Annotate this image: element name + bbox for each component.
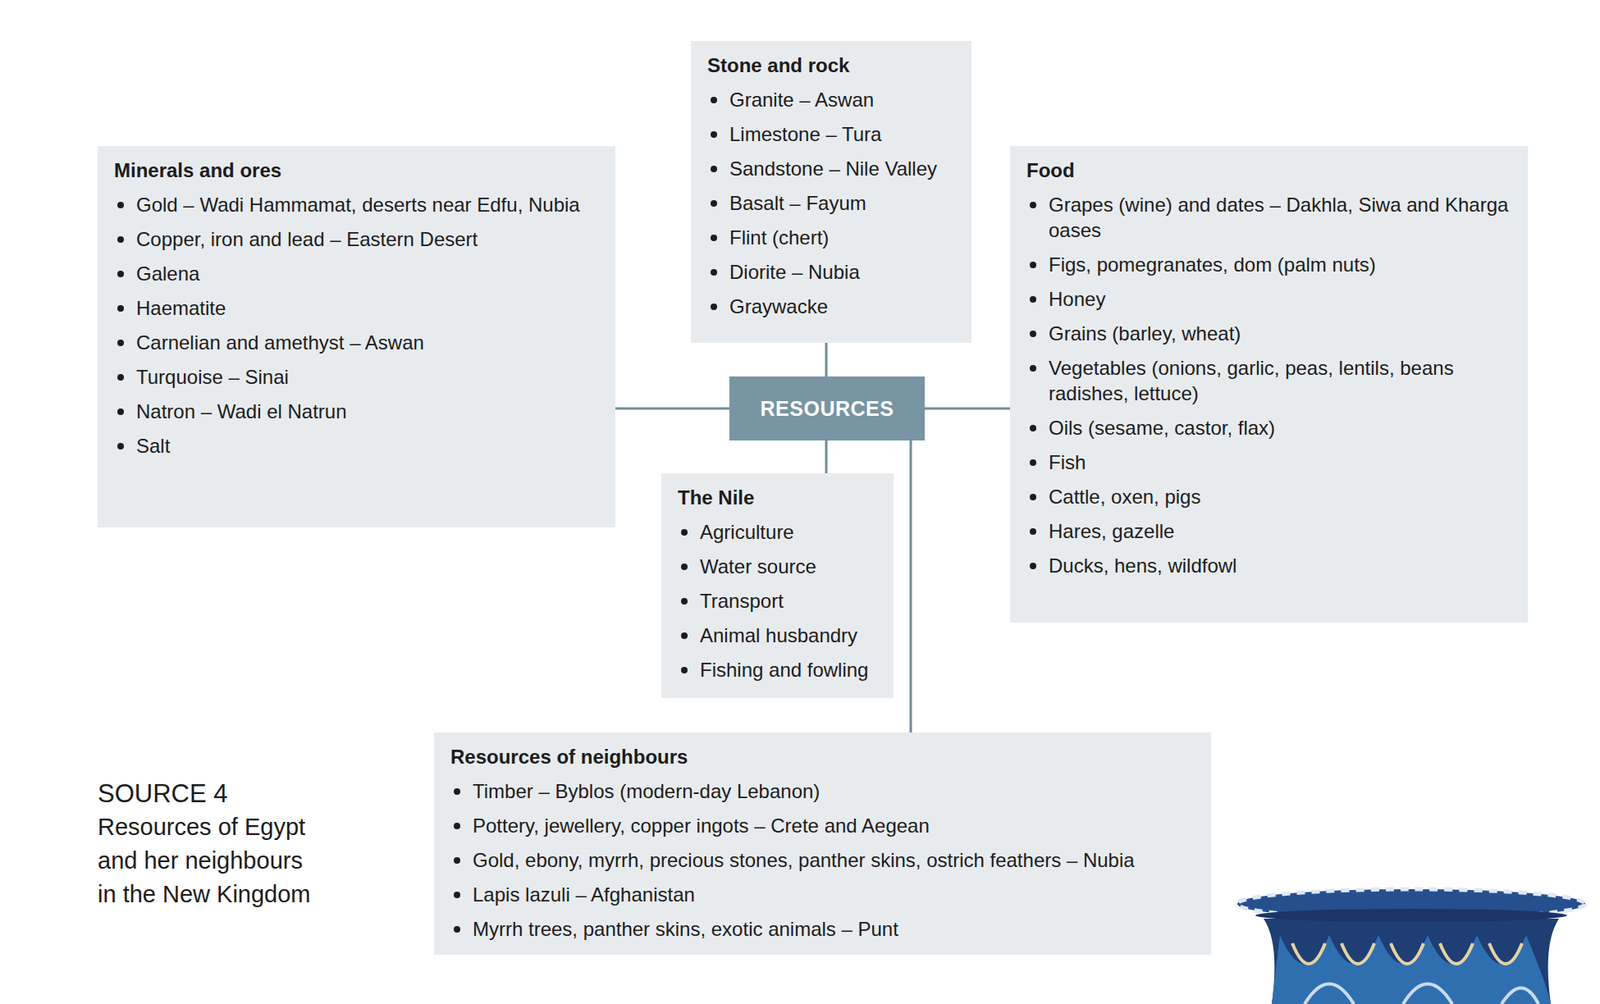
list-item: Galena (114, 260, 599, 287)
list-item: Natron – Wadi el Natrun (114, 398, 599, 425)
list-item: Copper, iron and lead – Eastern Desert (114, 226, 599, 252)
box-heading: Resources of neighbours (450, 744, 1195, 770)
resource-box: FoodGrapes (wine) and dates – Dakhla, Si… (1010, 146, 1528, 623)
vessel-pattern (1271, 935, 1551, 1004)
list-item: Grains (barley, wheat) (1026, 320, 1512, 347)
list-item: Graywacke (707, 293, 956, 320)
vessel-neck (1255, 909, 1568, 923)
vessel-stripes (1292, 943, 1523, 965)
list-item: Grapes (wine) and dates – Dakhla, Siwa a… (1026, 192, 1512, 243)
resource-box: Stone and rockGranite – AswanLimestone –… (690, 41, 972, 343)
vessel-body (1263, 918, 1559, 1004)
hub-box: RESOURCES (729, 376, 925, 441)
connector-line (825, 342, 828, 377)
connector-line (615, 407, 730, 411)
box-heading: The Nile (677, 484, 878, 511)
list-item: Gold, ebony, myrrh, precious stones, pan… (450, 847, 1195, 874)
list-item: Vegetables (onions, garlic, peas, lentil… (1026, 355, 1512, 407)
glass-vessel (1230, 886, 1592, 1004)
connector-line (909, 440, 913, 733)
list-item: Sandstone – Nile Valley (707, 155, 956, 182)
list-item: Cattle, oxen, pigs (1026, 484, 1512, 510)
list-item: Ducks, hens, wildfowl (1026, 553, 1512, 579)
connector-line (825, 440, 828, 474)
list-item: Animal husbandry (677, 622, 878, 649)
list-item: Honey (1026, 286, 1512, 312)
connector-line (924, 407, 1011, 411)
list-item: Pottery, jewellery, copper ingots – Cret… (450, 813, 1195, 839)
list-item: Timber – Byblos (modern-day Lebanon) (450, 778, 1195, 805)
box-heading: Stone and rock (707, 52, 956, 78)
list-item: Salt (114, 433, 599, 459)
list-item: Hares, gazelle (1026, 518, 1512, 544)
list-item: Turquoise – Sinai (114, 364, 599, 390)
box-heading: Food (1026, 157, 1512, 183)
figure-caption: Resources of Egypt and her neighbours in… (97, 810, 313, 912)
list-item: Basalt – Fayum (707, 190, 956, 216)
list-item: Myrrh trees, panther skins, exotic anima… (450, 916, 1195, 942)
list-item: Transport (677, 588, 878, 614)
box-heading: Minerals and ores (114, 157, 599, 183)
vessel-stripes (1304, 984, 1539, 1004)
resource-box: Minerals and oresGold – Wadi Hammamat, d… (97, 146, 616, 528)
list-item: Fishing and fowling (677, 657, 878, 683)
list-item: Figs, pomegranates, dom (palm nuts) (1026, 251, 1512, 278)
list-item: Water source (677, 553, 878, 580)
source-number: SOURCE 4 (97, 777, 228, 811)
hub-label: RESOURCES (760, 397, 895, 421)
resource-box: The NileAgricultureWater sourceTransport… (661, 473, 894, 699)
list-item: Fish (1026, 449, 1512, 476)
list-item: Oils (sesame, castor, flax) (1026, 415, 1512, 441)
resource-box: Resources of neighboursTimber – Byblos (… (434, 732, 1212, 956)
list-item: Granite – Aswan (707, 86, 956, 113)
list-item: Diorite – Nubia (707, 259, 956, 285)
list-item: Lapis lazuli – Afghanistan (450, 882, 1195, 908)
list-item: Carnelian and amethyst – Aswan (114, 329, 599, 356)
list-item: Limestone – Tura (707, 121, 956, 147)
list-item: Agriculture (677, 519, 878, 545)
list-item: Gold – Wadi Hammamat, deserts near Edfu,… (114, 192, 599, 218)
list-item: Flint (chert) (707, 224, 956, 251)
list-item: Haematite (114, 295, 599, 321)
